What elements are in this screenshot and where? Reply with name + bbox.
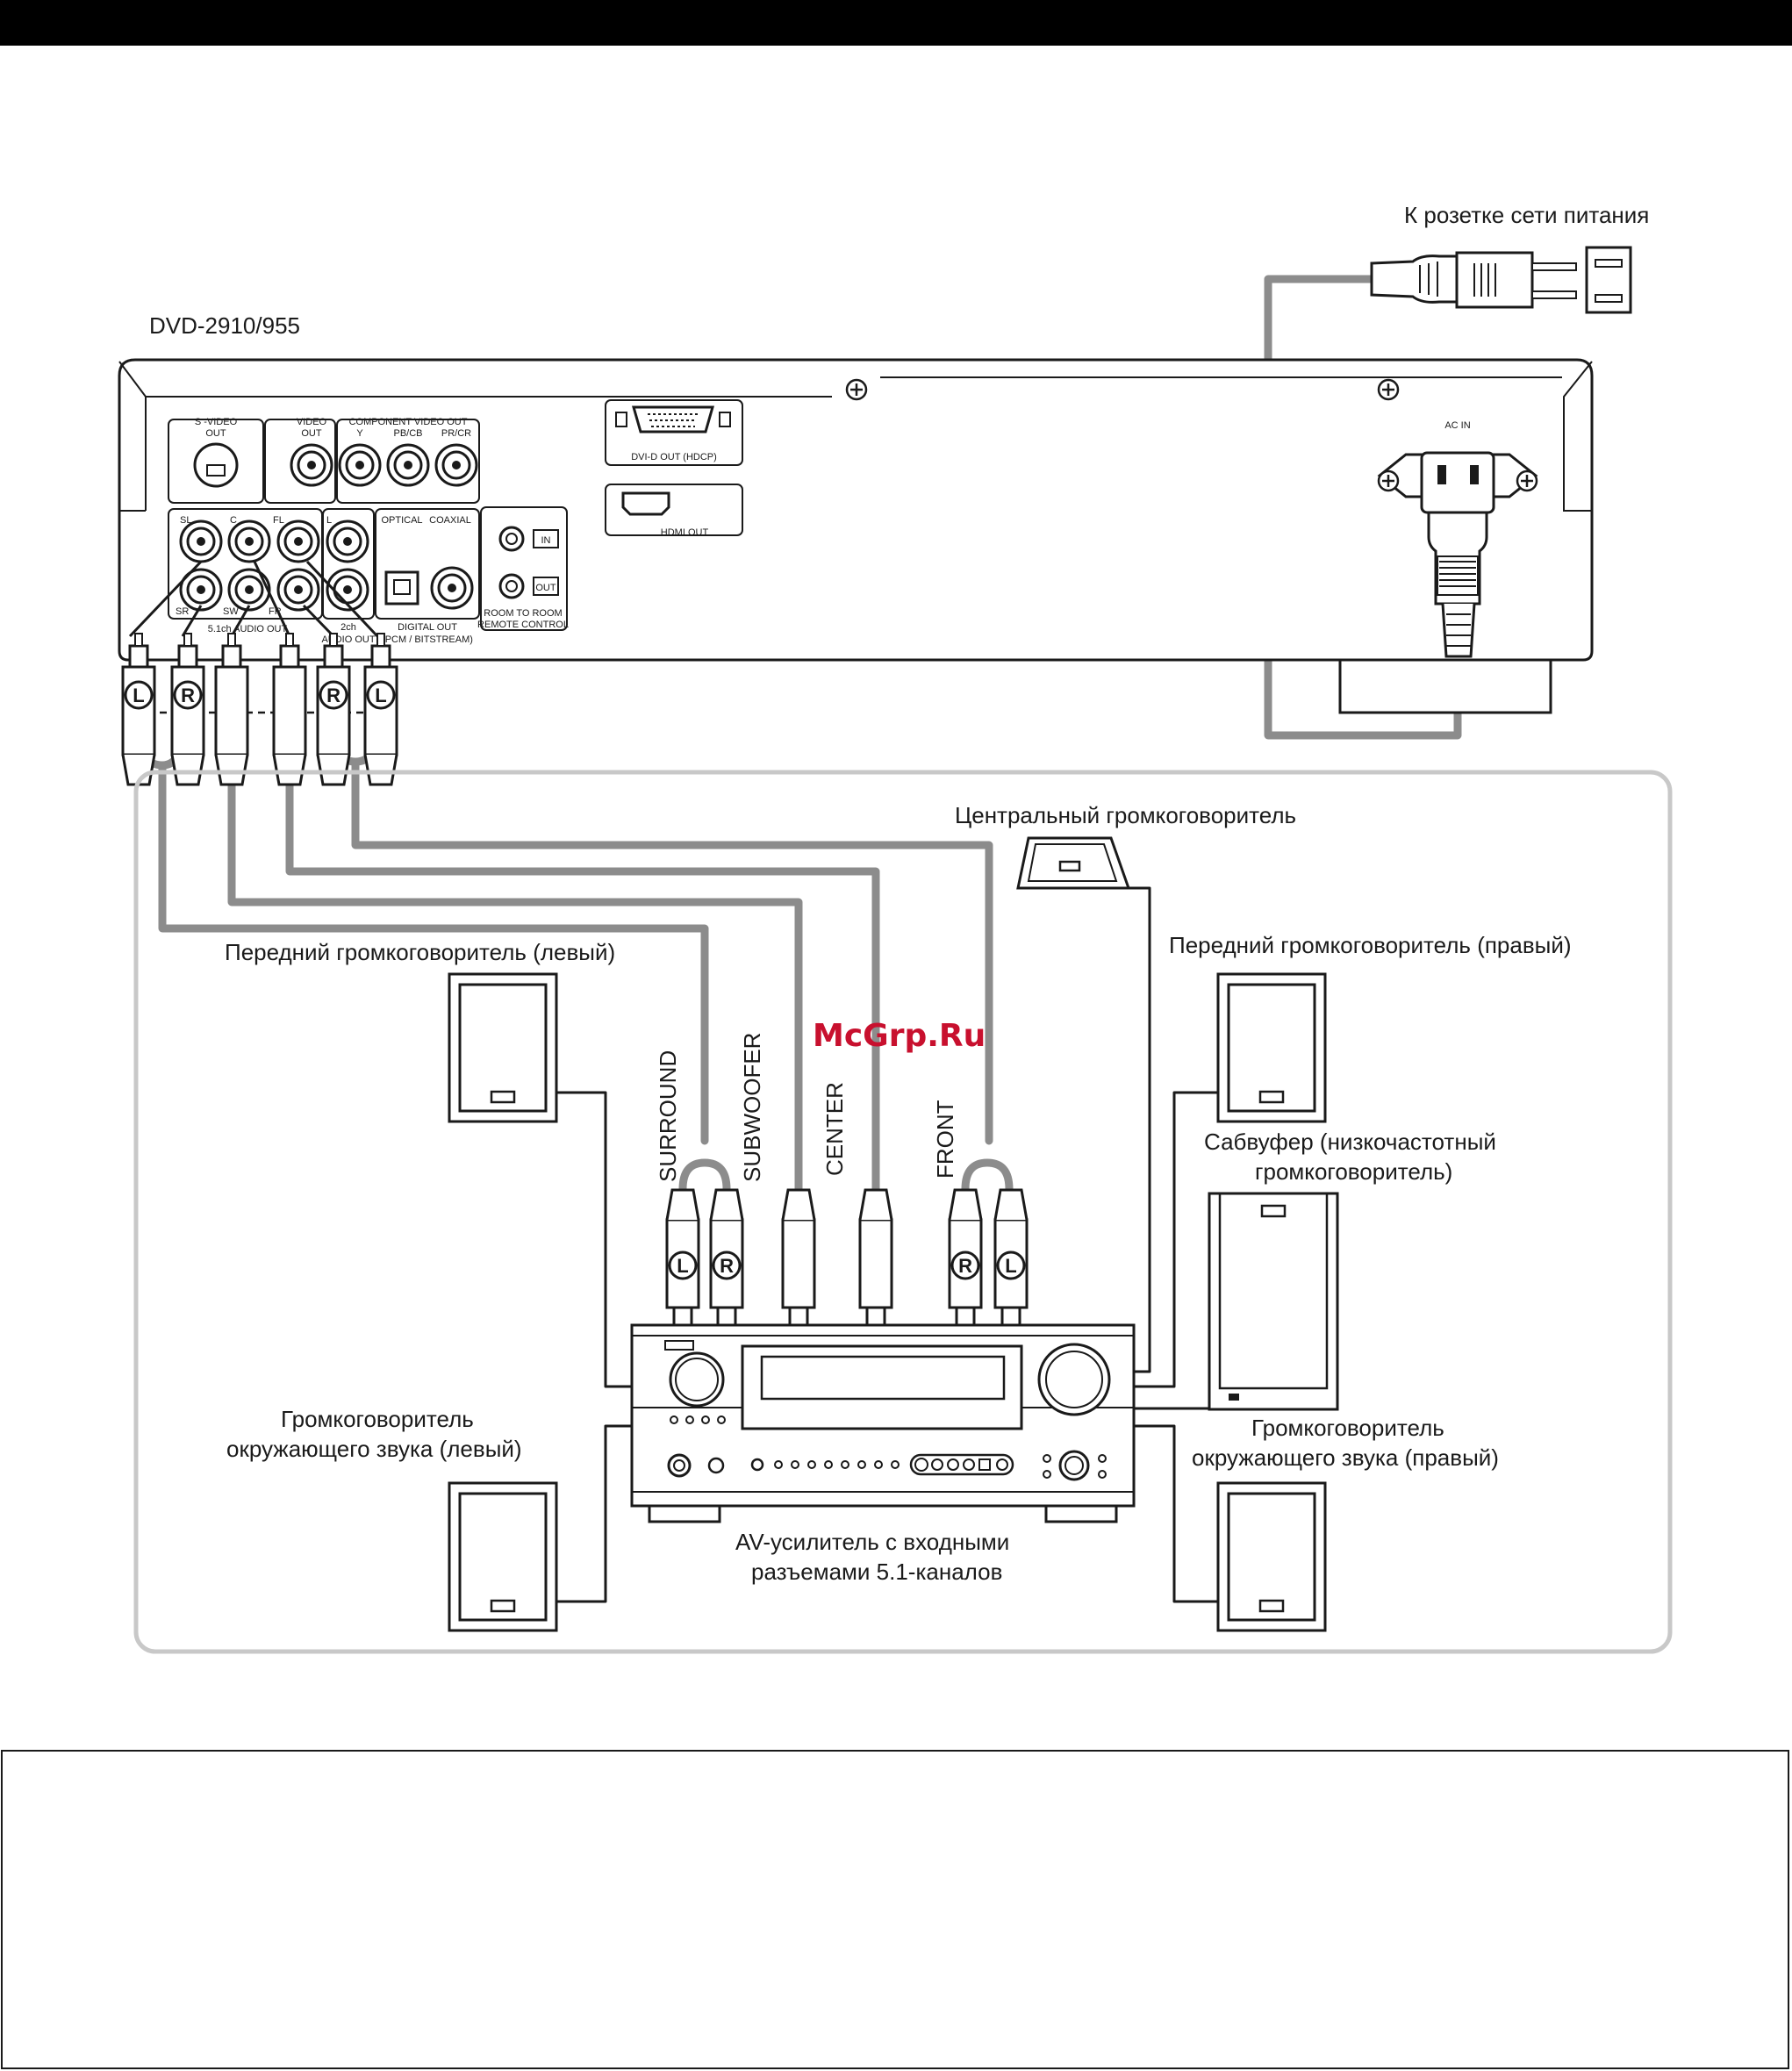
svg-text:PB/CB: PB/CB [393, 428, 422, 439]
front-left-speaker [448, 972, 558, 1123]
front-left-speaker-label: Передний громкоговоритель (левый) [225, 939, 615, 965]
amplifier-label-2: разъемами 5.1-каналов [751, 1559, 1002, 1585]
svg-text:ROOM TO ROOM: ROOM TO ROOM [484, 608, 562, 619]
av-amplifier [630, 1323, 1136, 1523]
svg-text:2ch: 2ch [340, 622, 356, 633]
amplifier-label: AV-усилитель с входными [735, 1529, 1009, 1555]
notes-box [1, 1750, 1789, 2069]
svg-text:R: R [181, 684, 195, 706]
surround-left-speaker-label-2: окружающего звука (левый) [226, 1436, 522, 1462]
svg-text:Y: Y [356, 428, 363, 439]
surround-right-speaker-label: Громкоговоритель [1251, 1415, 1444, 1441]
svg-text:DIGITAL OUT: DIGITAL OUT [398, 622, 457, 633]
watermark: McGrp.Ru [813, 1018, 986, 1054]
svg-text:OUT: OUT [205, 428, 226, 439]
svg-text:AC IN: AC IN [1444, 420, 1470, 431]
power-outlet-label: К розетке сети питания [1404, 202, 1649, 228]
svg-text:FL: FL [273, 515, 284, 526]
dvd-player-rear-panel: S -VIDEO OUT VIDEO OUT COMPONENT VIDEO O… [118, 358, 1594, 714]
svg-text:REMOTE CONTROL: REMOTE CONTROL [477, 620, 569, 630]
svg-text:OPTICAL: OPTICAL [381, 515, 422, 526]
dvd-model-label: DVD-2910/955 [149, 312, 300, 339]
svg-text:SL: SL [180, 515, 191, 526]
wall-outlet [1585, 246, 1632, 314]
channel-label-subwoofer: SUBWOOFER [739, 1033, 765, 1182]
svg-text:L: L [677, 1255, 688, 1277]
subwoofer-label-2: громкоговоритель) [1255, 1158, 1452, 1185]
svg-text:R: R [720, 1255, 734, 1277]
svg-text:R: R [958, 1255, 972, 1277]
amplifier-input-plugs: L R R L [665, 1188, 1029, 1343]
svg-text:HDMI OUT: HDMI OUT [661, 527, 709, 538]
center-speaker [1016, 836, 1131, 890]
svg-text:L: L [1005, 1255, 1016, 1277]
power-plug [1370, 251, 1577, 309]
svg-text:SW: SW [223, 606, 239, 617]
front-right-speaker-label: Передний громкоговоритель (правый) [1169, 932, 1572, 958]
svg-text:OUT: OUT [301, 428, 322, 439]
svg-text:COAXIAL: COAXIAL [429, 515, 471, 526]
video-jack [290, 443, 333, 487]
speaker-area-frame [133, 770, 1673, 1654]
svg-text:R: R [326, 684, 340, 706]
svg-text:IN: IN [541, 535, 551, 546]
header-bar [0, 0, 1792, 46]
center-speaker-label: Центральный громкоговоритель [955, 802, 1296, 828]
cables [134, 275, 1462, 1193]
surround-left-speaker [448, 1481, 558, 1632]
svg-text:S -VIDEO: S -VIDEO [195, 417, 238, 427]
svg-text:C: C [230, 515, 237, 526]
subwoofer-label: Сабвуфер (низкочастотный [1204, 1129, 1496, 1155]
surround-right-speaker-label-2: окружающего звука (правый) [1192, 1444, 1499, 1471]
svg-text:L: L [326, 515, 332, 526]
svg-text:VIDEO: VIDEO [297, 417, 327, 427]
speaker-wires [556, 886, 1218, 1603]
svg-text:DVI-D OUT (HDCP): DVI-D OUT (HDCP) [631, 452, 717, 462]
svg-text:L: L [375, 684, 386, 706]
subwoofer [1208, 1192, 1339, 1411]
surround-left-speaker-label: Громкоговоритель [281, 1406, 474, 1432]
front-right-speaker [1216, 972, 1327, 1123]
svg-text:(PCM / BITSTREAM): (PCM / BITSTREAM) [382, 634, 473, 645]
dvd-output-plugs: L R R L [121, 560, 398, 786]
channel-label-center: CENTER [821, 1082, 848, 1176]
svg-text:PR/CR: PR/CR [441, 428, 471, 439]
svg-text:L: L [133, 684, 144, 706]
channel-label-surround: SURROUND [655, 1050, 681, 1182]
svg-text:COMPONENT VIDEO OUT: COMPONENT VIDEO OUT [349, 417, 468, 427]
svg-text:5.1ch AUDIO OUT: 5.1ch AUDIO OUT [208, 624, 288, 634]
svg-text:OUT: OUT [535, 583, 556, 593]
surround-right-speaker [1216, 1481, 1327, 1632]
svg-text:SR: SR [176, 606, 189, 617]
channel-label-front: FRONT [932, 1100, 958, 1179]
